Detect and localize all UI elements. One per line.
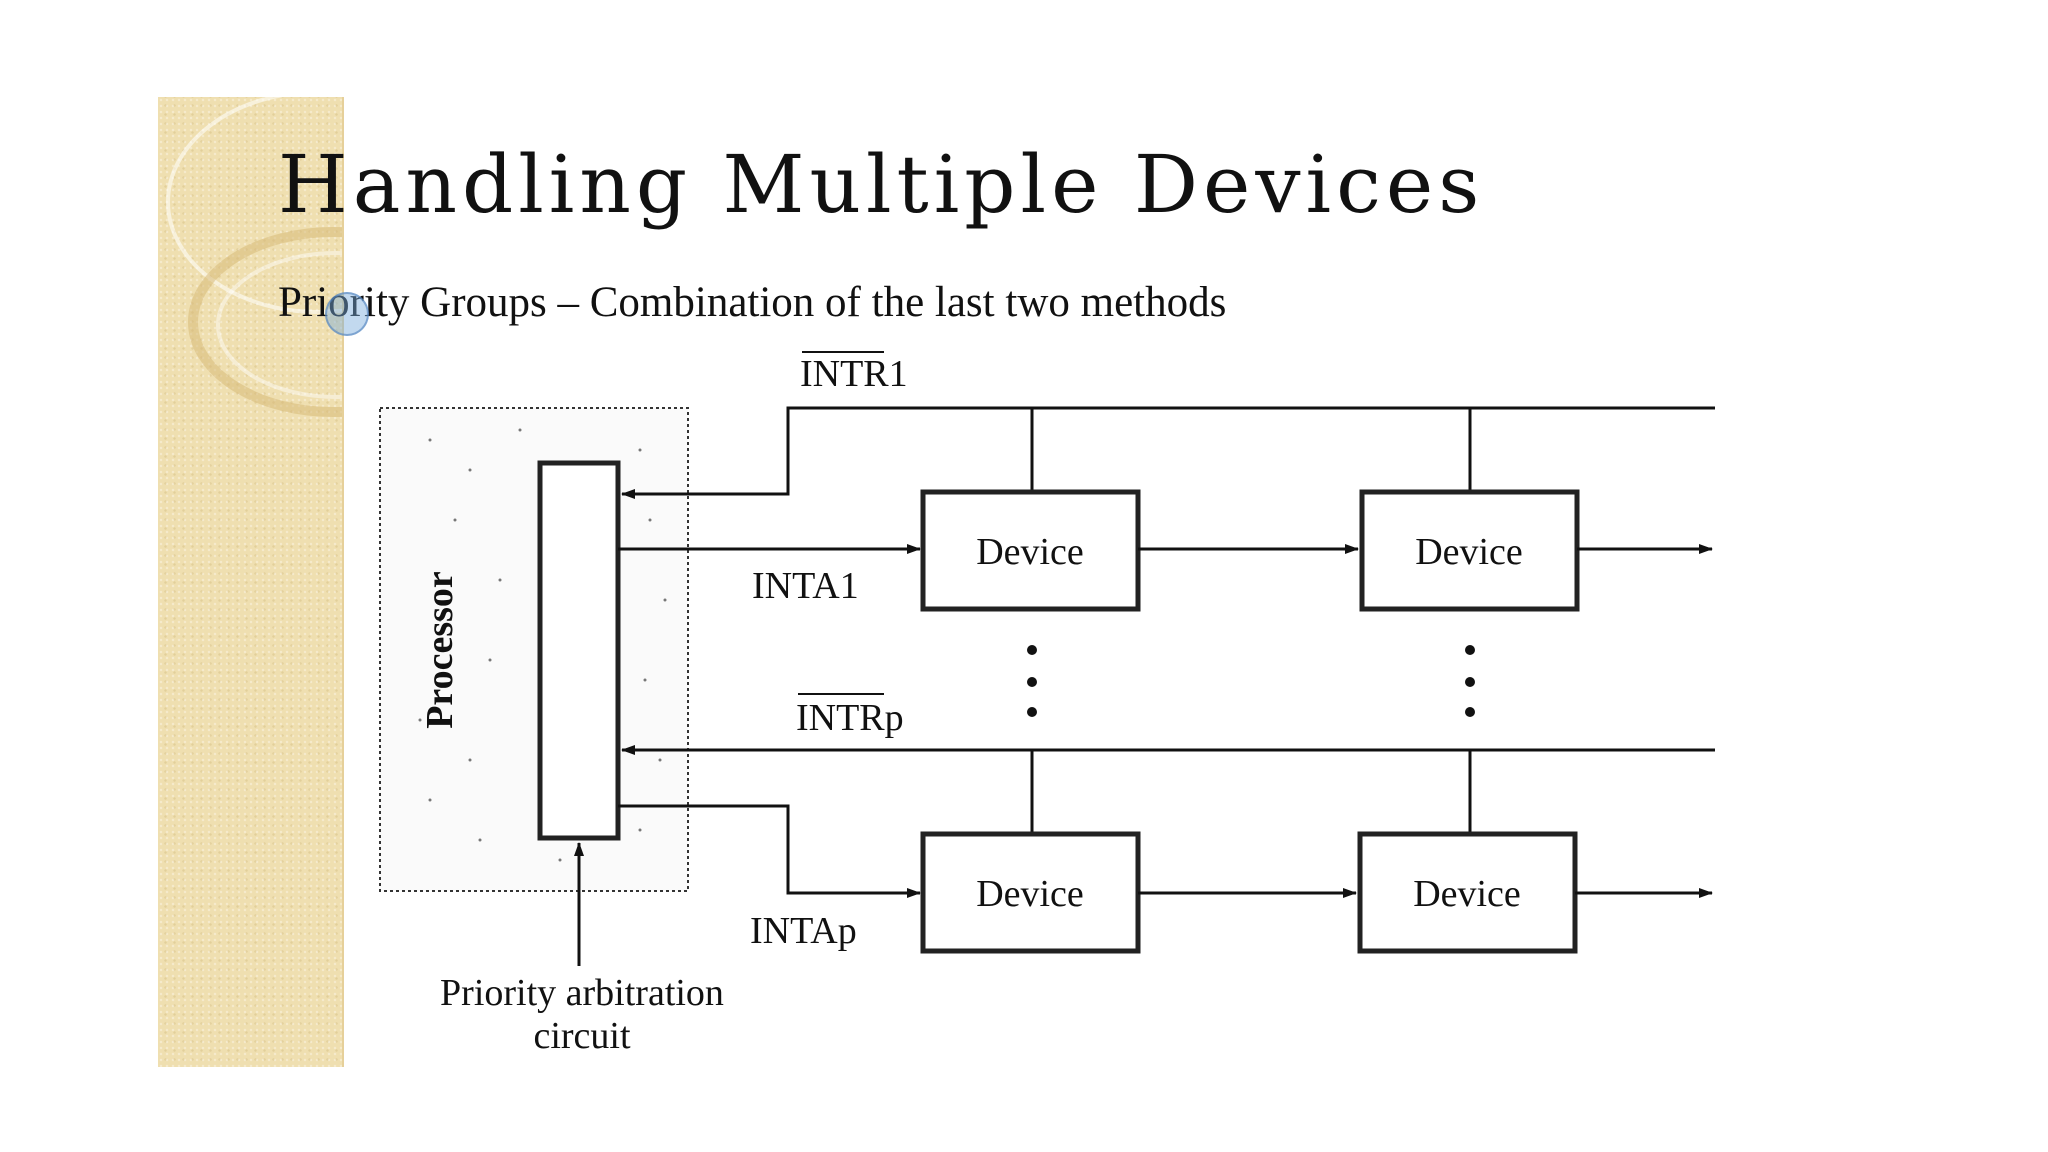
- device-label-3: Device: [976, 873, 1084, 915]
- continuation-dots-1: [1027, 645, 1037, 717]
- intr1-label: INTR1: [800, 353, 908, 395]
- slide-subtitle: Priority Groups – Combination of the las…: [278, 279, 1227, 326]
- decorative-side-strip: [158, 97, 344, 1067]
- slide-title: Handling Multiple Devices: [278, 138, 1485, 231]
- intap-label: INTAp: [750, 910, 857, 952]
- device-label-4: Device: [1413, 873, 1521, 915]
- intrp-label: INTRp: [796, 697, 904, 739]
- device-box-1: [920, 489, 1141, 612]
- arbitration-label-line2: circuit: [533, 1015, 631, 1057]
- intap-line: [618, 804, 921, 898]
- arbitration-label-line1: Priority arbitration: [440, 972, 724, 1014]
- device-box-4: [1357, 831, 1578, 954]
- device-box-2: [1359, 489, 1580, 612]
- device-label-1: Device: [976, 531, 1084, 573]
- processor-label: Processor: [419, 571, 461, 729]
- processor-speckles: [418, 428, 667, 862]
- priority-arbitration-circuit: [537, 460, 621, 841]
- intr1-line: [621, 406, 1715, 499]
- decorative-ring-icon: [166, 97, 342, 417]
- cursor-icon: [325, 292, 369, 336]
- device-label-2: Device: [1415, 531, 1523, 573]
- device-box-3: [920, 831, 1141, 954]
- continuation-dots-2: [1465, 645, 1475, 717]
- inta1-label: INTA1: [752, 565, 859, 607]
- processor-box: [379, 407, 689, 892]
